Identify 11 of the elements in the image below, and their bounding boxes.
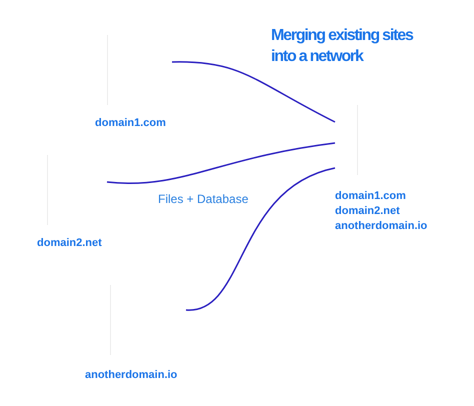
domain-name: anotherdomain.io xyxy=(335,219,428,234)
domain-name: domain2.net xyxy=(335,204,400,219)
curved-connector xyxy=(106,142,336,184)
domain-name: domain2.net xyxy=(37,236,102,251)
curved-connector xyxy=(186,167,336,311)
domain-name: anotherdomain.io xyxy=(85,368,178,383)
domain-name: domain1.com xyxy=(95,116,166,131)
domain-name: domain1.com xyxy=(335,189,406,204)
curved-connector xyxy=(172,61,336,123)
flow-label: Files + Database xyxy=(158,192,248,206)
diagram-title: Merging existing sites into a network xyxy=(271,26,414,67)
